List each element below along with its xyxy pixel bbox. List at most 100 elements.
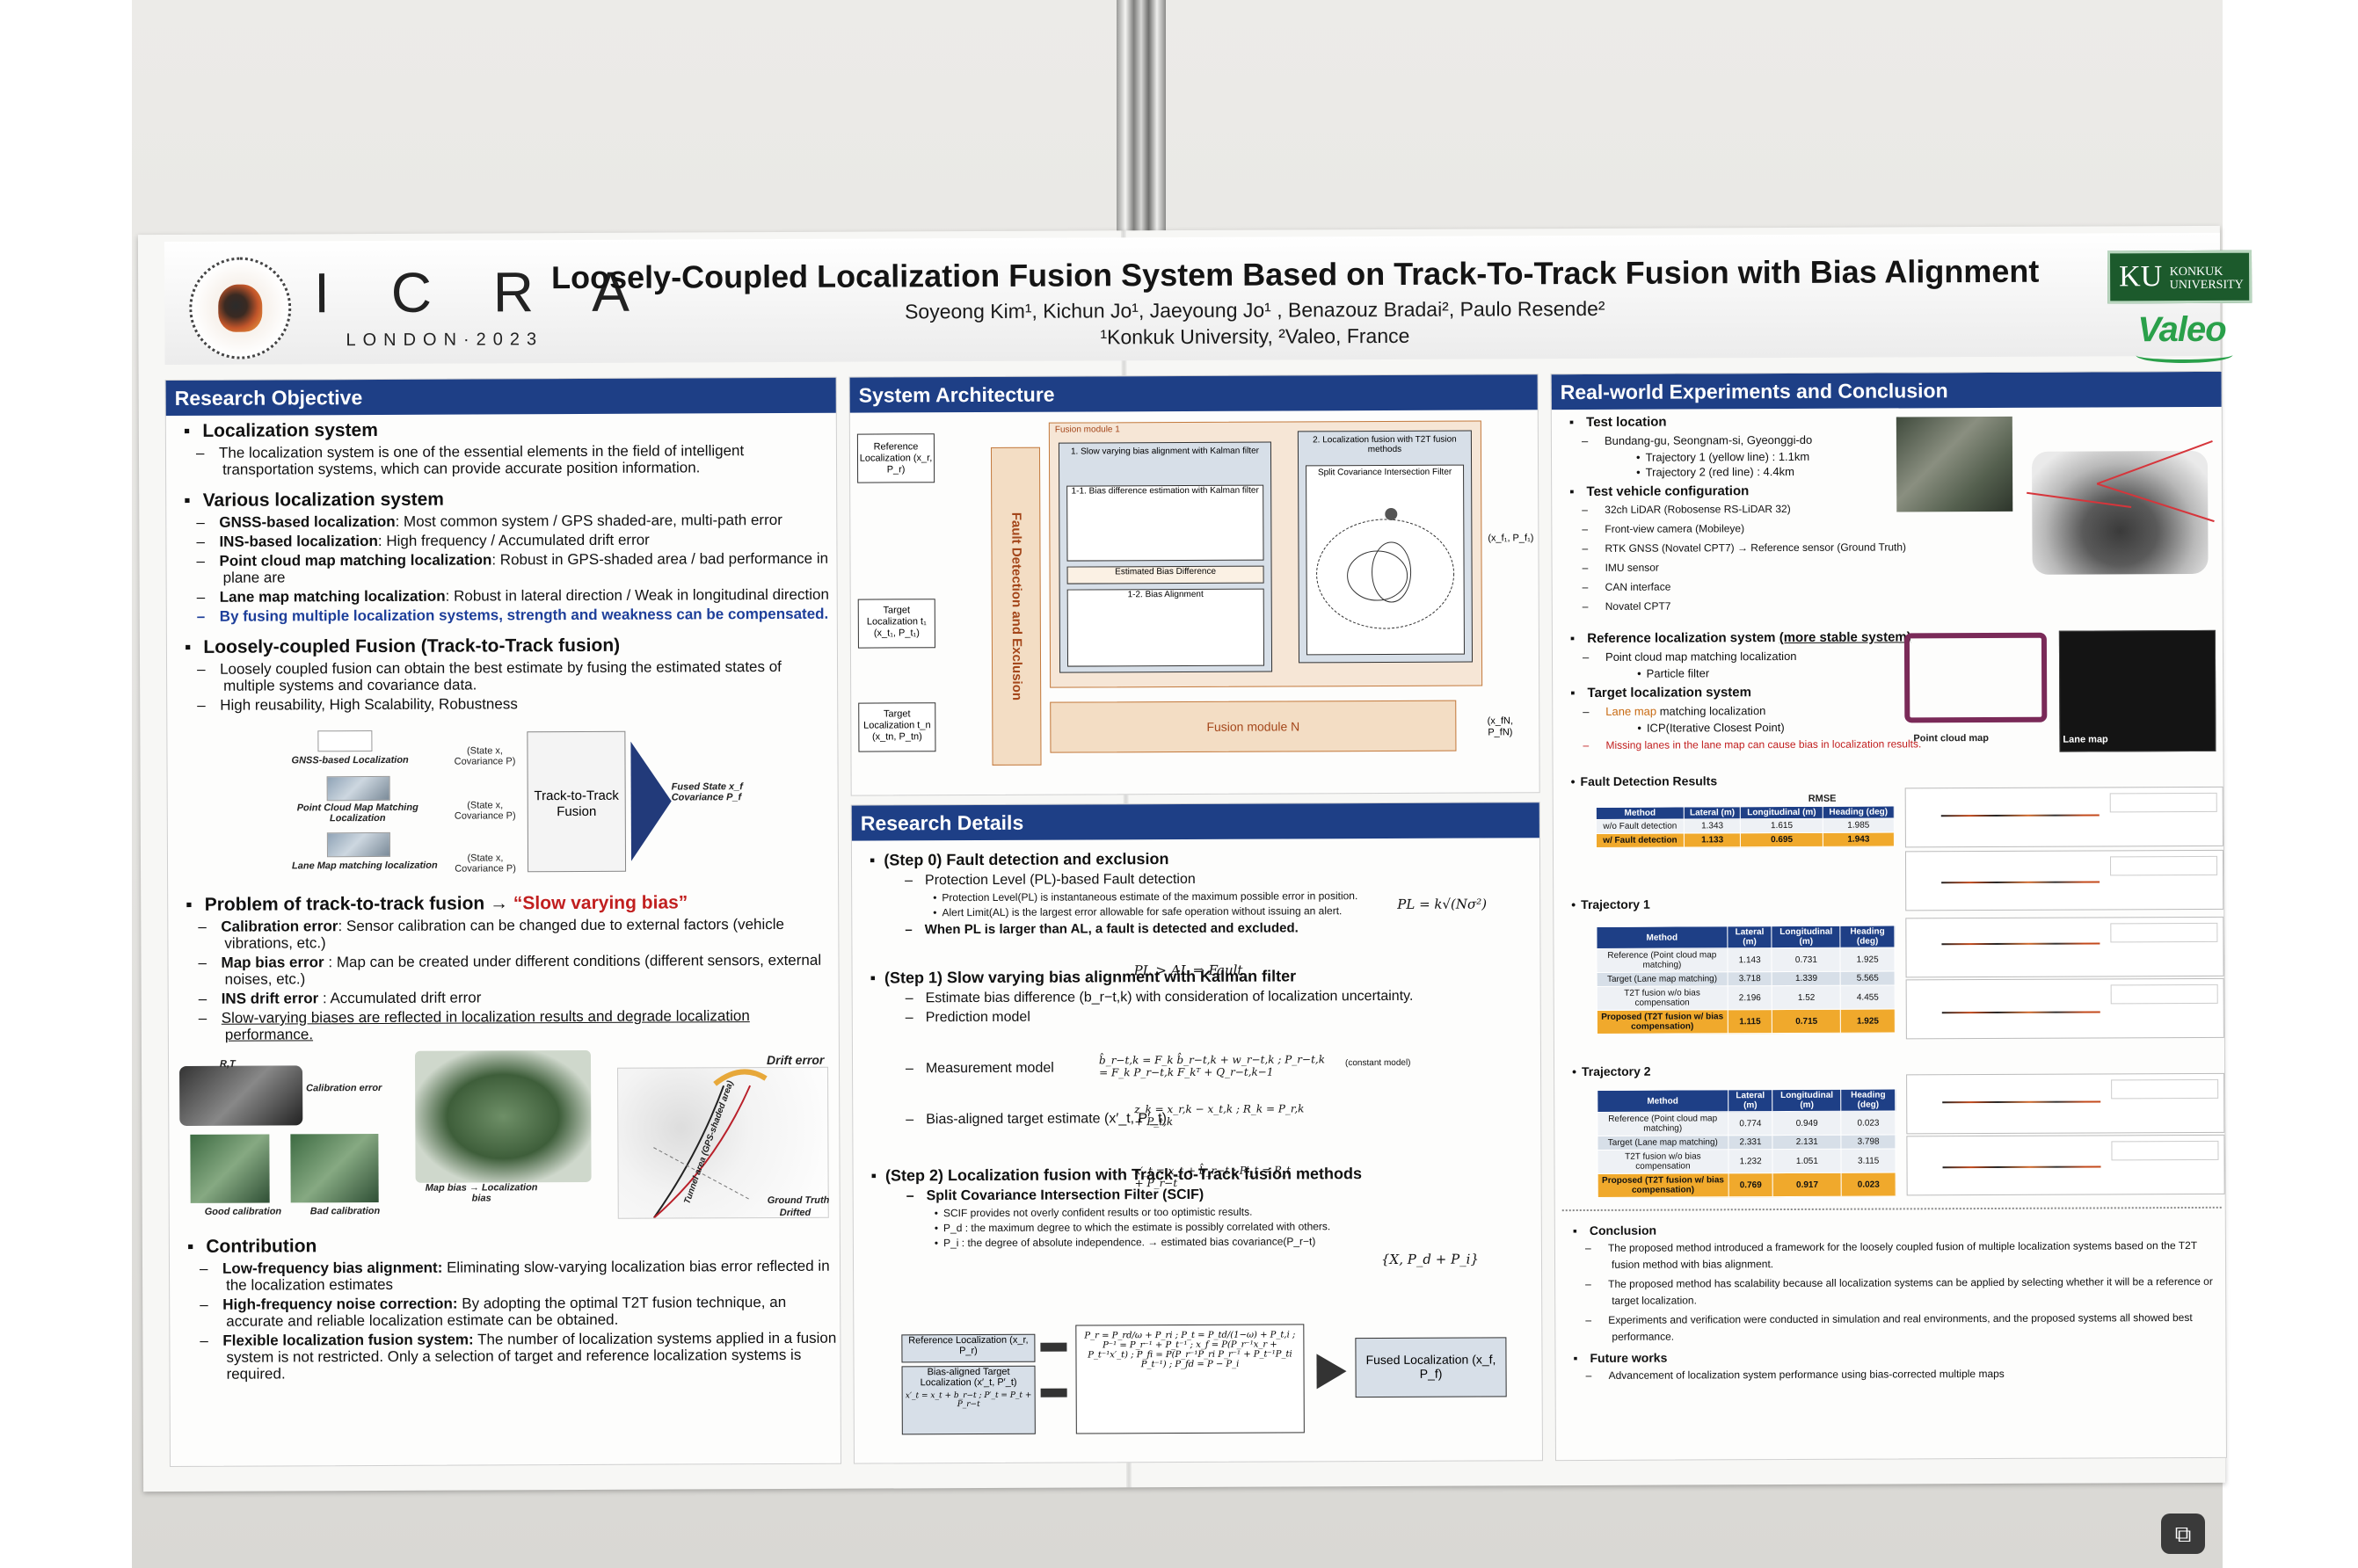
problem-item: –Calibration error: Sensor calibration c… [198, 915, 785, 952]
contribution-item: –Low-frequency bias alignment: Eliminati… [199, 1257, 830, 1294]
drift-map-photo [617, 1066, 829, 1219]
table-header: Heading (deg) [1823, 805, 1895, 819]
lane-label: Lane Map matching localization [292, 860, 438, 872]
table-cell: 1.232 [1728, 1149, 1773, 1173]
table-cell: 1.925 [1840, 947, 1896, 972]
conclusion-item: –The proposed method has scalability bec… [1585, 1274, 2213, 1307]
drift-error-label: Drift error [766, 1052, 825, 1068]
table-cell: Reference (Point cloud map matching) [1597, 1111, 1728, 1136]
research-details-body: (Step 0) Fault detection and exclusion P… [852, 848, 1542, 1466]
table-cell: 2.331 [1728, 1135, 1773, 1150]
map-bias-label: Map bias → Localization bias [425, 1182, 538, 1204]
plot-legend [2110, 984, 2218, 1005]
contribution-title: Contribution [187, 1234, 840, 1258]
rmse-label: RMSE [1808, 793, 1837, 804]
table-header: Lateral (m) [1684, 806, 1741, 820]
table-cell: 0.023 [1841, 1172, 1896, 1197]
various-item: –GNSS-based localization: Most common sy… [196, 511, 782, 531]
pl-equation: PL = k√(Nσ²) [1397, 896, 1488, 912]
table-header: Heading (deg) [1840, 925, 1895, 948]
conclusion-title: Conclusion [1573, 1221, 2225, 1238]
contribution-item: –High-frequency noise correction: By ado… [200, 1293, 787, 1330]
traj2-plot-2 [1906, 1134, 2225, 1196]
hand-logo-icon [218, 284, 263, 332]
state-label: (State x, Covariance P) [455, 853, 516, 875]
drift-trajectory-icon [652, 1069, 768, 1219]
loose-coupled-title: Loosely-coupled Fusion (Track-to-Track f… [185, 635, 837, 658]
table-cell: 0.695 [1740, 832, 1823, 847]
table-cell: w/ Fault detection [1596, 833, 1685, 848]
bias-figures: R,T Calibration error Good calibration B… [169, 1049, 840, 1228]
good-calibration-photo [190, 1134, 270, 1203]
valeo-swoosh-icon [2136, 346, 2233, 364]
table-cell: 1.52 [1772, 985, 1841, 1010]
table-cell: 0.769 [1728, 1172, 1773, 1197]
various-title: Various localization system [184, 488, 836, 512]
fusion-module-n: Fusion module N [1050, 700, 1457, 753]
table-cell: 1.143 [1727, 947, 1772, 972]
t2t-fusion-box: Track-to-Track Fusion [527, 730, 627, 873]
experiments-body: Test location –Bundang-gu, Seongnam-si, … [1552, 412, 2226, 1461]
map-bias-photo [414, 1049, 592, 1183]
table-cell: Reference (Point cloud map matching) [1596, 947, 1728, 973]
table-cell: 1.615 [1740, 818, 1823, 833]
table-header: Longitudinal (m) [1772, 926, 1841, 948]
traj1-plot-1 [1905, 916, 2224, 978]
table-cell: Target (Lane map matching) [1597, 971, 1728, 987]
ground-truth-label: Ground Truth [767, 1194, 830, 1207]
plot-legend [2111, 1078, 2219, 1100]
poster-authors: Soyeong Kim¹, Kichun Jo¹, Jaeyoung Jo¹ ,… [904, 296, 1605, 323]
problem-item: –Map bias error : Map can be created und… [198, 951, 822, 988]
valeo-logo: Valeo [2137, 309, 2226, 350]
trajectory2-title: Trajectory 2 [1572, 1064, 1651, 1078]
fused-state-label: Fused State x_f Covariance P_f [671, 781, 743, 803]
rt-label: R,T [219, 1058, 236, 1070]
point-cloud-map-label: Point cloud map [1913, 732, 1989, 744]
step0-rule: When PL is larger than AL, a fault is de… [905, 919, 1539, 937]
xpd-set: {X, P_d + P_i} [1380, 1251, 1480, 1268]
table-cell: 1.133 [1684, 832, 1741, 848]
constant-model-label: (constant model) [1344, 1057, 1411, 1069]
table-cell: Proposed (T2T fusion w/ bias compensatio… [1597, 1009, 1728, 1034]
table-header: Longitudinal (m) [1772, 1089, 1842, 1112]
fault-plot-1 [1904, 786, 2223, 848]
fusion-arrow-icon [630, 741, 673, 861]
visual-lookup-button[interactable]: ⧉ [2161, 1514, 2205, 1554]
table-cell: 3.115 [1841, 1148, 1896, 1173]
fused-output-n: (x_fN, P_fN) [1487, 715, 1514, 738]
experiments-section: Real-world Experiments and Conclusion Te… [1550, 370, 2227, 1462]
system-architecture-heading: System Architecture [849, 374, 1538, 413]
research-details-heading: Research Details [851, 802, 1539, 841]
architecture-diagram: Reference Localization (x_r, P_r) Target… [850, 410, 1539, 790]
research-objective-section: Research Objective Localization system –… [164, 376, 842, 1468]
slow-bias-block: 1. Slow varying bias alignment with Kalm… [1058, 441, 1273, 673]
reference-localization-box: Reference Localization (x_r, P_r) [856, 433, 935, 483]
fault-detection-block: Fault Detection and Exclusion [990, 446, 1042, 766]
fault-plot-2 [1904, 849, 2224, 911]
loose-item: –High reusability, High Scalability, Rob… [197, 695, 518, 714]
gnss-thumbnail [317, 730, 373, 752]
icra-logo-subtitle: LONDON·2023 [346, 330, 544, 351]
table-cell: 3.798 [1841, 1134, 1896, 1150]
conclusion-item: –Experiments and verification were condu… [1585, 1310, 2193, 1343]
aligned-label: Bias-aligned Target Localization (x′_t, … [920, 1366, 1017, 1389]
fused-output-1: (x_f₁, P_f₁) [1488, 533, 1534, 544]
table-header: Method [1596, 926, 1728, 949]
future-works-title: Future works [1573, 1348, 2225, 1365]
prediction-equation: b̂_r−t,k = F_k b̂_r−t,k + w_r−t,k ; P_r−… [1098, 1053, 1325, 1079]
contribution-item: –Flexible localization fusion system: Th… [200, 1329, 837, 1383]
table-cell: 1.985 [1823, 817, 1895, 833]
step1-sub: Estimate bias difference (b_r−t,k) with … [906, 988, 1540, 1006]
localization-system-title: Localization system [184, 418, 836, 442]
test-location-title: Test location [1569, 412, 2222, 430]
pcm-thumbnail [326, 775, 390, 802]
table-header: Heading (deg) [1840, 1088, 1896, 1112]
scif-label: Split Covariance Intersection Filter [1317, 467, 1452, 478]
plot-legend [2109, 855, 2218, 876]
targetn-localization-box: Target Localization t_n (x_tn, P_tn) [858, 702, 936, 752]
table-cell: Proposed (T2T fusion w/ bias compensatio… [1597, 1172, 1728, 1198]
covariance-ellipses-icon [1316, 507, 1455, 629]
table-cell: 0.774 [1728, 1111, 1773, 1136]
